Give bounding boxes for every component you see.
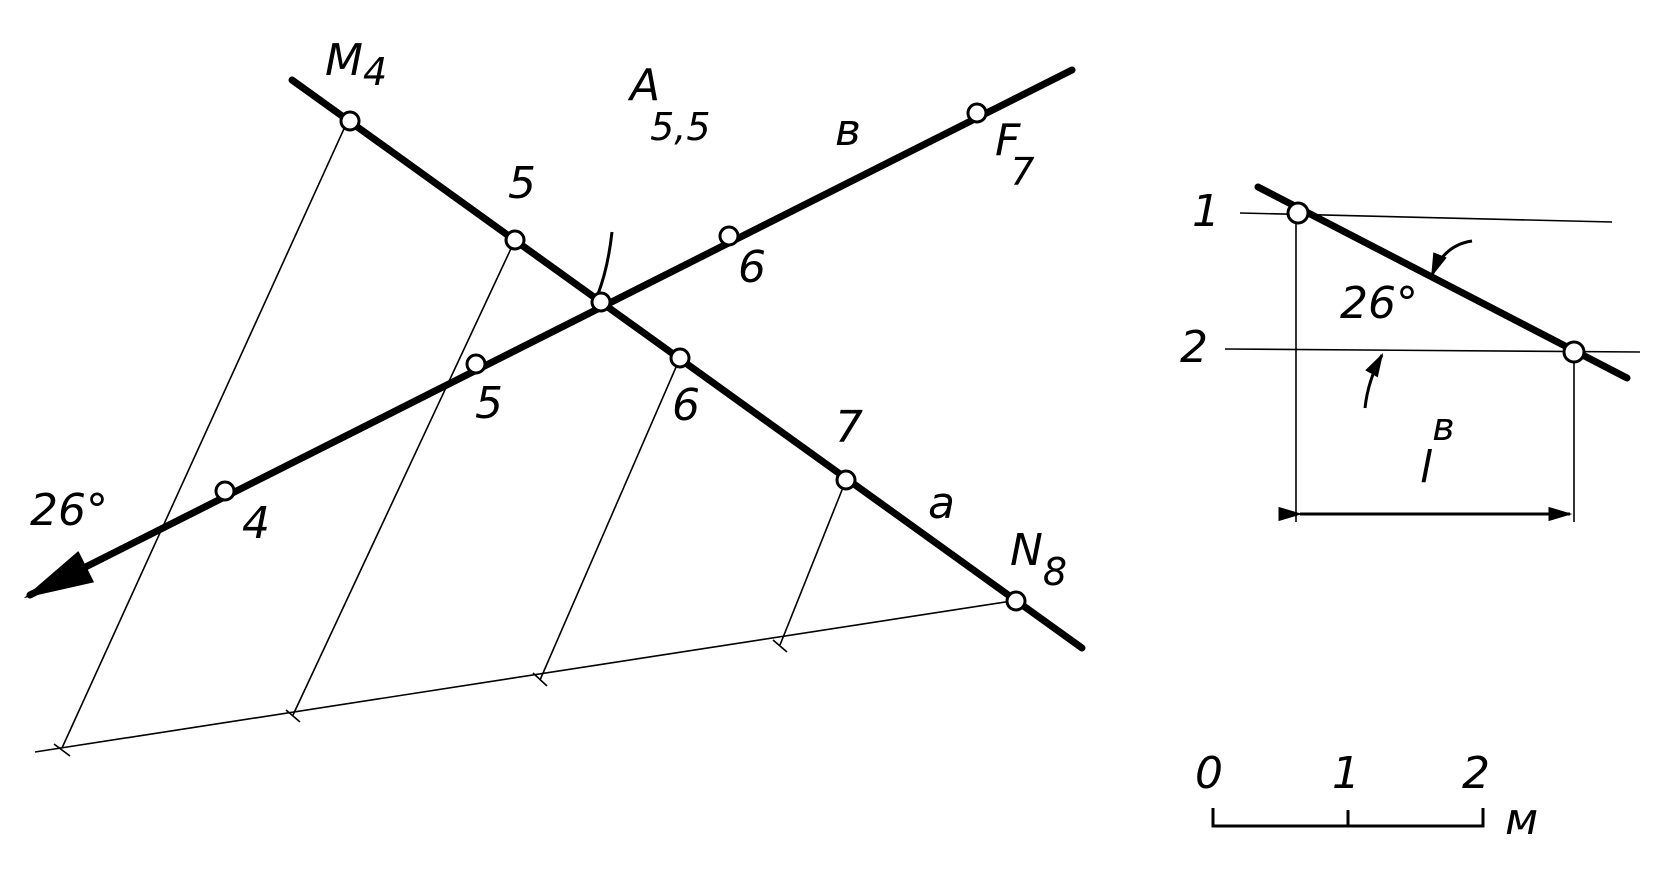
point-n-label: N8	[1010, 525, 1067, 594]
scale-unit: м	[1505, 794, 1538, 845]
scale-tick-1: 1	[1332, 748, 1360, 799]
point-f-elevation: 7	[1010, 150, 1034, 194]
point-a-grad-5	[504, 229, 526, 251]
point-f-letter: F	[995, 115, 1021, 166]
point-f	[966, 102, 988, 124]
point-m	[339, 110, 361, 132]
angle-arrow-upper	[1430, 239, 1473, 278]
a-grad-label-5: 5	[508, 158, 536, 209]
base-tick	[53, 743, 71, 757]
a-grad-label-7: 7	[835, 402, 863, 453]
scale-tick-2: 2	[1462, 748, 1490, 799]
inset-length-label: lв	[1420, 405, 1455, 493]
inset-length-superscript: в	[1432, 405, 1454, 449]
b-grad-label-4: 4	[242, 498, 270, 549]
point-a-letter: A	[627, 60, 660, 111]
inset-point-lower	[1562, 340, 1586, 364]
line-b	[23, 66, 1076, 599]
b-grad-label-6: 6	[738, 242, 766, 293]
point-m-letter: M	[325, 35, 363, 86]
point-b-grad-5	[465, 353, 487, 375]
scale-bar: 0 1 2 м	[1195, 748, 1538, 845]
angle-arrow-lower	[1363, 352, 1384, 409]
inset-angle-label: 26°	[1340, 278, 1418, 329]
construction-line-5	[292, 239, 516, 716]
point-a-grad-6	[669, 347, 691, 369]
inset-level-2-label: 2	[1180, 322, 1208, 373]
point-b-grad-4	[214, 480, 236, 502]
construction-line-6	[539, 357, 681, 681]
base-tick	[532, 672, 548, 687]
line-b-name: в	[835, 105, 861, 156]
construction-line-m	[61, 119, 349, 749]
point-n-elevation: 8	[1043, 550, 1067, 594]
inset-point-upper	[1286, 201, 1310, 225]
point-a-intersection	[590, 291, 612, 313]
b-grad-label-5: 5	[475, 378, 503, 429]
scale-tick-0: 0	[1195, 748, 1223, 799]
a-grad-label-6: 6	[672, 380, 700, 431]
point-b-grad-6	[718, 225, 740, 247]
inset-level-1-label: 1	[1192, 186, 1220, 237]
dip-angle-label: 26°	[30, 485, 108, 536]
inset-length-letter: l	[1420, 442, 1433, 493]
point-a-elevation: 5,5	[650, 105, 710, 149]
intersection-arc-mark	[596, 231, 614, 295]
inset-profile: 1 2 26° lв	[1180, 183, 1641, 522]
base-tick	[285, 709, 301, 723]
construction-base-line	[34, 599, 1019, 753]
point-a-grad-7	[835, 469, 857, 491]
point-m-label: M4	[325, 35, 387, 94]
point-n-letter: N	[1010, 525, 1043, 576]
point-m-elevation: 4	[363, 50, 387, 94]
line-a-name: a	[928, 478, 955, 529]
construction-line-7	[779, 479, 847, 646]
base-tick	[772, 639, 788, 653]
point-n	[1005, 590, 1027, 612]
